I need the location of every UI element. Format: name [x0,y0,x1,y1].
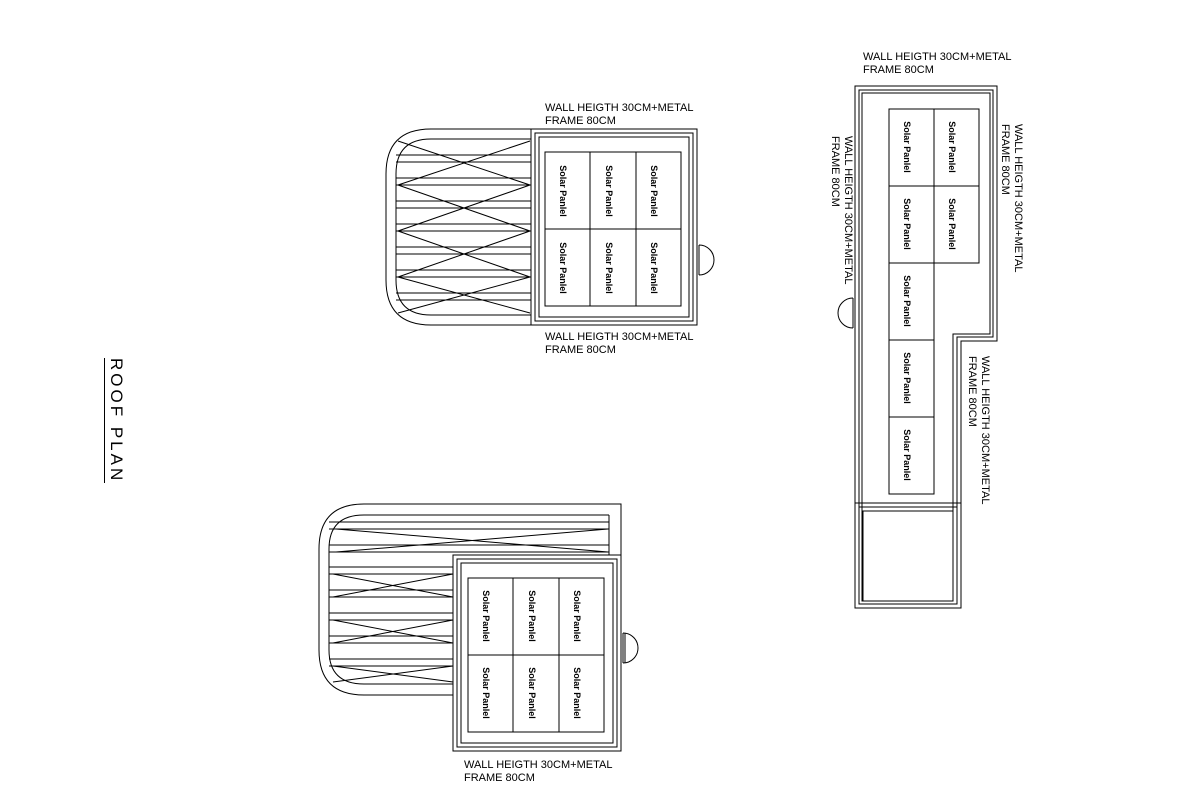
parapet-inner [460,562,614,744]
roof-right-tall [837,85,998,609]
solar-panel-labels: Solar Panlel Solar Panlel Solar Panlel S… [481,121,957,719]
solar-panel-label: Solar Panlel [947,198,957,250]
rounded-cover-inner [328,514,609,685]
parapet-mid [858,89,994,605]
hatched-strips [329,521,609,683]
solar-panel-label: Solar Panlel [902,275,912,327]
wall-note-top-middle-upper: WALL HEIGTH 30CM+METAL FRAME 80CM [545,102,694,127]
solar-panel-label: Solar Panlel [902,429,912,481]
rounded-cover-outer [318,503,622,696]
roof-bottom-left [318,503,639,752]
solar-panel-label: Solar Panlel [527,590,537,642]
parapet-mid [534,132,694,322]
solar-panel-label: Solar Panlel [649,165,659,217]
hatched-strips [396,140,531,314]
solar-panel-label: Solar Panlel [527,667,537,719]
solar-panel-label: Solar Panlel [481,667,491,719]
rounded-cover-outer [385,128,531,326]
wall-note-right-top: WALL HEIGTH 30CM+METAL FRAME 80CM [863,51,1012,76]
parapet-outer [854,85,998,609]
solar-panel-label: Solar Panlel [902,198,912,250]
solar-panel-label: Solar Panlel [604,242,614,294]
bottom-room-box [862,510,954,602]
roof-top-middle [385,128,715,326]
parapet-inner [861,92,991,602]
solar-panel-label: Solar Panlel [604,165,614,217]
solar-panel-label: Solar Panlel [558,165,568,217]
wall-note-bottom-left: WALL HEIGTH 30CM+METAL FRAME 80CM [464,759,613,784]
door-icon [837,297,856,329]
wall-note-top-middle-lower: WALL HEIGTH 30CM+METAL FRAME 80CM [545,331,694,356]
parapet-outer [530,128,698,326]
parapet-mid [456,558,618,748]
solar-panel-label: Solar Panlel [902,121,912,173]
parapet-outer [452,554,622,752]
rounded-cover-inner [395,138,531,316]
door-icon [696,244,715,276]
parapet-inner [538,136,690,318]
solar-panel-label: Solar Panlel [572,590,582,642]
solar-panel-label: Solar Panlel [558,242,568,294]
solar-panel-label: Solar Panlel [902,352,912,404]
panel-grid-lower [888,262,935,495]
door-icon [622,632,639,664]
solar-panel-label: Solar Panlel [572,667,582,719]
solar-panel-label: Solar Panlel [947,121,957,173]
solar-panel-label: Solar Panlel [649,242,659,294]
solar-panel-label: Solar Panlel [481,590,491,642]
